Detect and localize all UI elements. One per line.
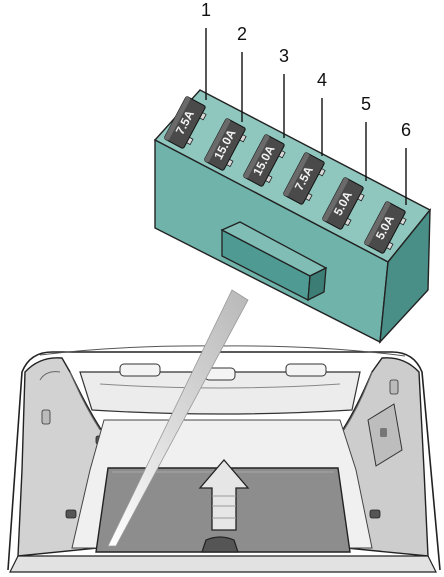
rear-opening-frame: [7, 351, 441, 571]
callout-number-3: 3: [279, 46, 289, 66]
fuse-4: 7.5A: [283, 152, 326, 205]
callout-number-4: 4: [317, 70, 327, 90]
fuse-box-side: [379, 207, 431, 345]
callout-number-5: 5: [361, 94, 371, 114]
fuse-callouts: 1 2 3 4 5 6: [201, 0, 411, 205]
callout-number-2: 2: [237, 24, 247, 44]
lift-up-arrow: [198, 459, 250, 531]
headrest-left: [119, 363, 161, 377]
location-pointer-beam: [107, 289, 249, 547]
callout-number-1: 1: [201, 0, 211, 20]
rear-seatback: [79, 371, 361, 415]
headrest-right: [285, 363, 327, 377]
floor-cover-handle: [201, 536, 239, 553]
callout-number-6: 6: [401, 120, 411, 140]
trunk-cargo-area: [7, 345, 441, 573]
rear-sill: [9, 555, 437, 573]
